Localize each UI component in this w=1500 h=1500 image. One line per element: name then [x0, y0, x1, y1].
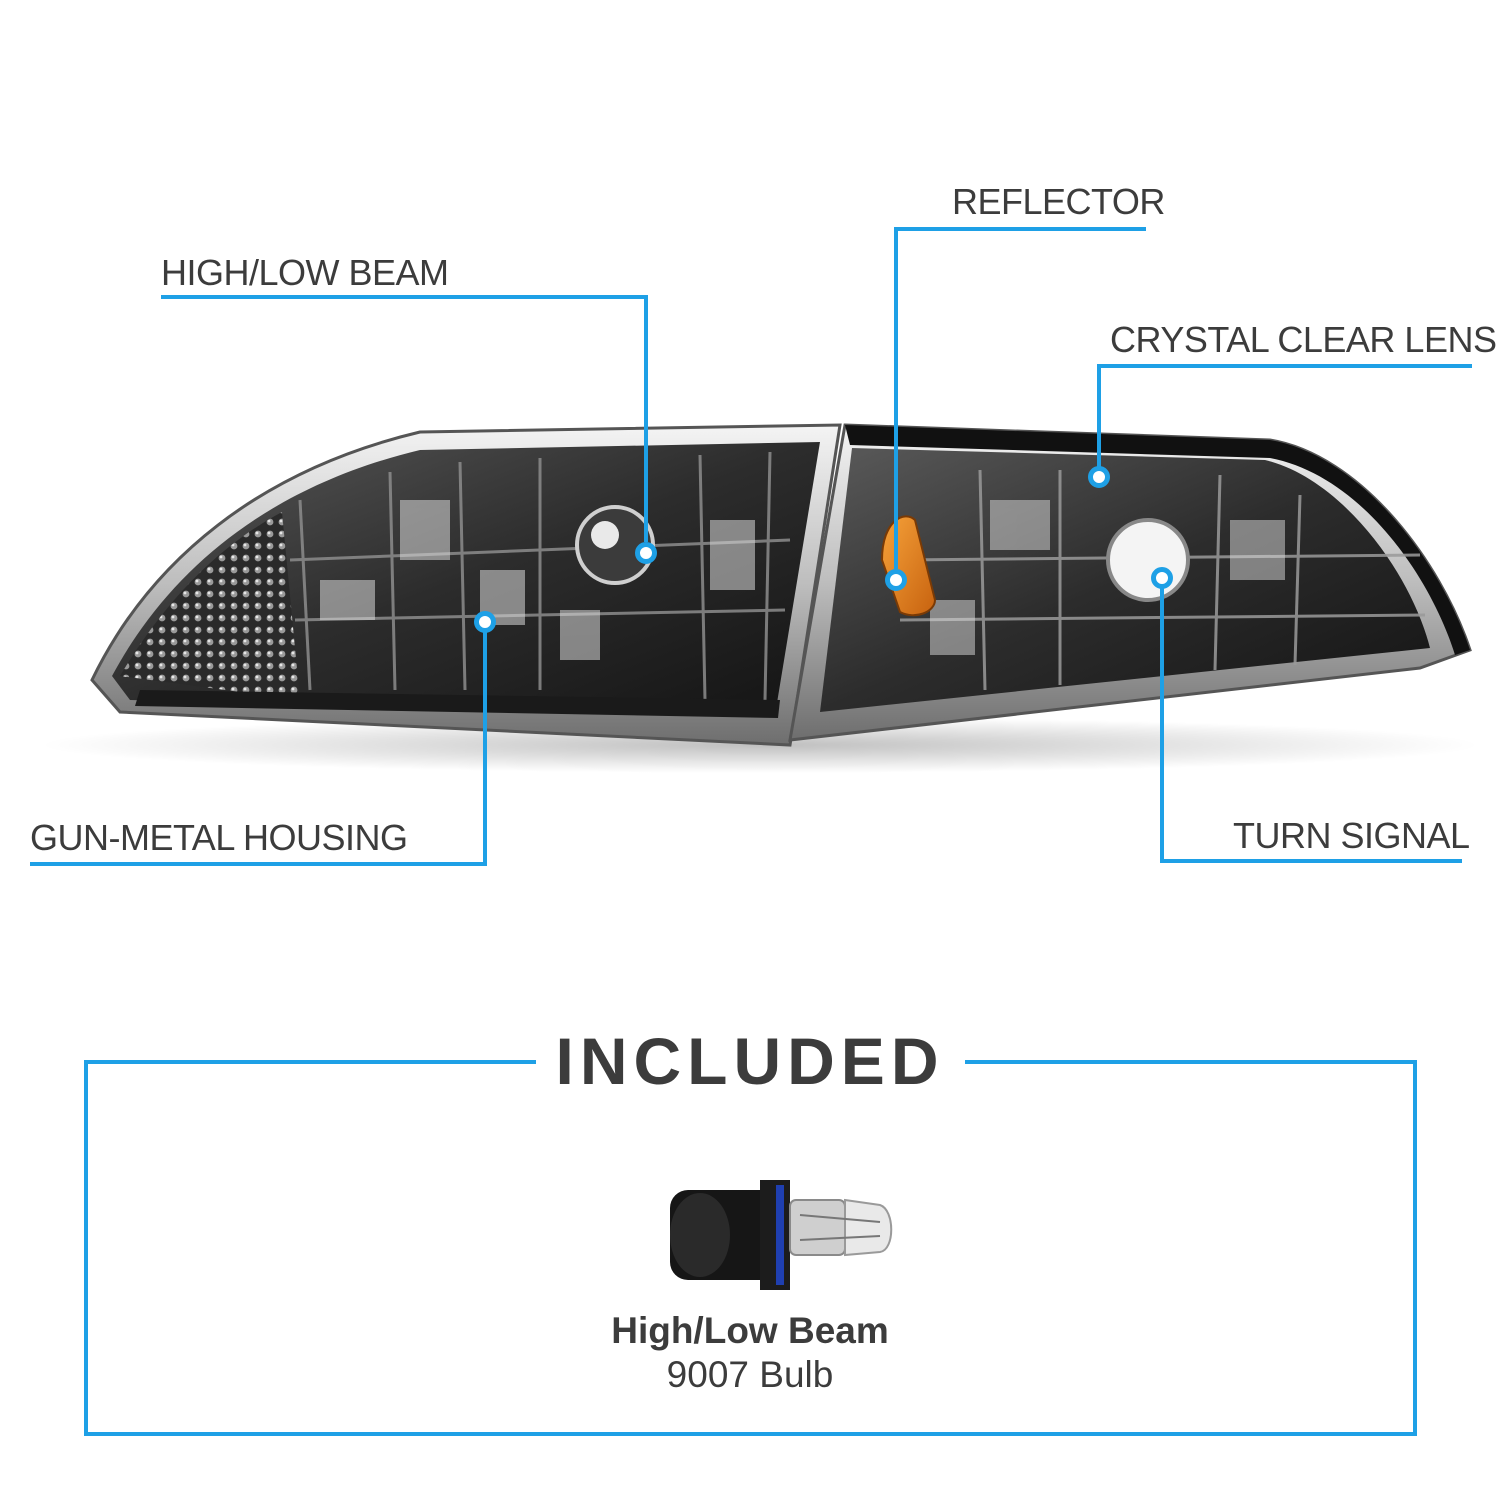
callout-reflector: REFLECTOR	[952, 181, 1165, 222]
turn-signal-socket	[1106, 518, 1190, 602]
included-bulb-name: High/Low Beam	[611, 1310, 889, 1351]
bulb-9007-image	[670, 1180, 893, 1290]
callout-dot-high-low-beam	[635, 542, 657, 564]
callout-crystal-clear-lens: CRYSTAL CLEAR LENS	[1110, 319, 1497, 360]
callout-dot-gun-metal-housing	[474, 611, 496, 633]
callout-dot-turn-signal	[1151, 567, 1173, 589]
callout-high-low-beam: HIGH/LOW BEAM	[161, 252, 449, 293]
dimple-texture	[120, 512, 300, 700]
callout-dot-reflector	[885, 569, 907, 591]
included-bulb-type: 9007 Bulb	[666, 1354, 834, 1395]
included-title: INCLUDED	[0, 1024, 1500, 1098]
callout-leaders	[30, 227, 1472, 866]
callout-gun-metal-housing: GUN-METAL HOUSING	[30, 817, 408, 858]
headlight-main-unit	[90, 423, 842, 747]
callout-turn-signal: TURN SIGNAL	[1233, 815, 1470, 856]
callout-dot-crystal-clear-lens	[1088, 466, 1110, 488]
included-box-frame	[84, 1060, 1417, 1436]
corner-light-unit	[788, 423, 1472, 742]
